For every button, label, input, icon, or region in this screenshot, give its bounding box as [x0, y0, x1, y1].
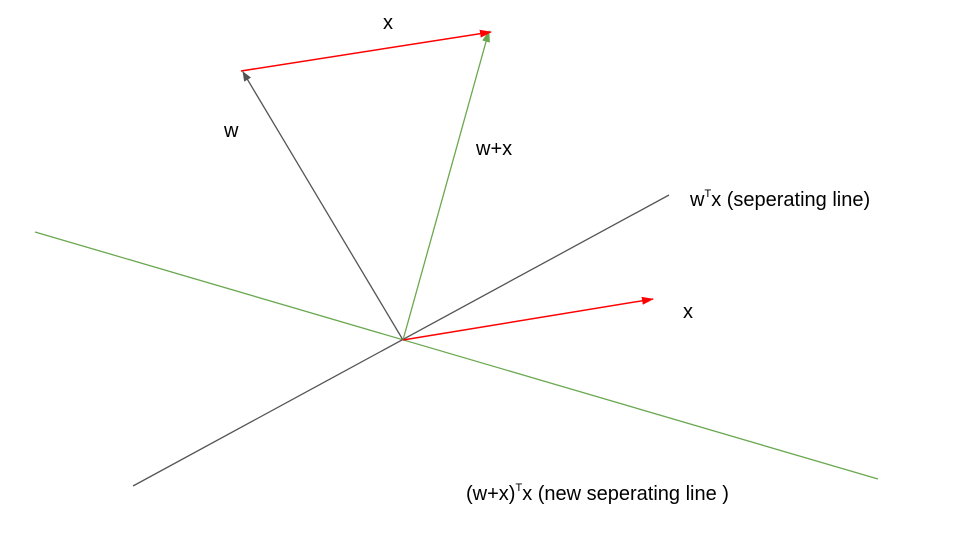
label-x-top: x — [383, 12, 393, 34]
w-plus-x-vector — [402, 30, 490, 341]
label-separating-line-base: w — [689, 189, 705, 211]
label-new-separating-line: (w+x)Tx (new seperating line ) — [466, 482, 729, 505]
w-vector — [242, 71, 404, 341]
label-new-separating-line-rest: x (new seperating line ) — [522, 483, 729, 505]
label-new-separating-line-base: (w+x) — [466, 483, 515, 505]
new-separating-line — [34, 231, 879, 480]
label-w: w — [223, 120, 239, 142]
label-separating-line-rest: x (seperating line) — [711, 189, 870, 211]
label-new-separating-line-sup: T — [515, 482, 522, 494]
label-separating-line-sup: T — [704, 188, 711, 200]
x-vector-right — [402, 296, 654, 341]
separating-line — [132, 194, 670, 487]
label-x-right: x — [683, 301, 693, 323]
label-separating-line: wTx (seperating line) — [689, 188, 870, 211]
x-vector-top — [240, 29, 492, 72]
label-w-plus-x: w+x — [475, 138, 512, 160]
